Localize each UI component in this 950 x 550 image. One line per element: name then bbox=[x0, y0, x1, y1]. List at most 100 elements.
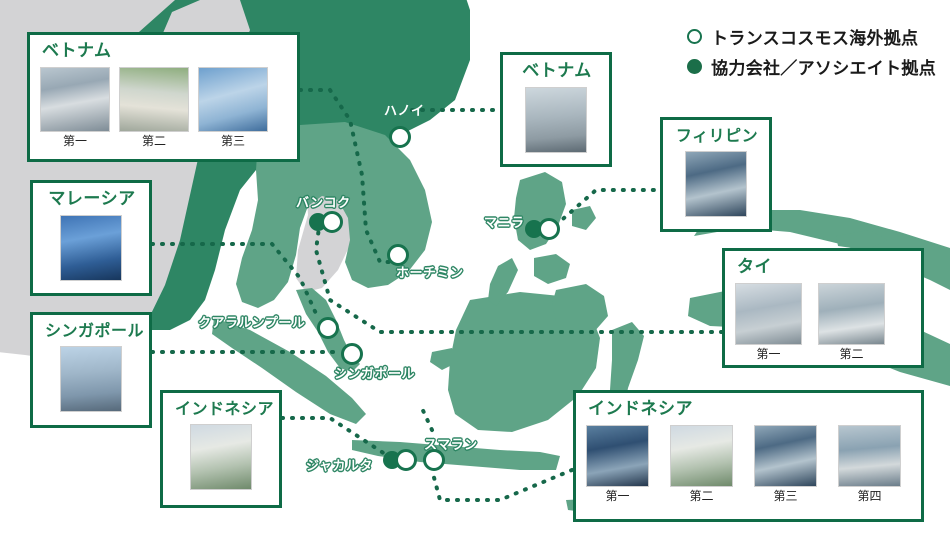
landmass-north-right bbox=[694, 210, 950, 290]
building-photo-1 bbox=[60, 345, 122, 412]
city-label-jakarta: ジャカルタ bbox=[306, 459, 373, 474]
landmass-island-d bbox=[836, 230, 888, 250]
photo-cell[interactable] bbox=[190, 423, 252, 493]
city-label-manila: マニラ bbox=[484, 216, 525, 231]
photo-caption: 第二 bbox=[839, 346, 864, 361]
photo-cell[interactable]: 第二 bbox=[818, 282, 885, 361]
connector-thailand bbox=[313, 218, 724, 334]
box-philippines[interactable]: フィリピン bbox=[660, 117, 772, 232]
box-singapore[interactable]: シンガポール bbox=[30, 312, 152, 428]
city-label-bangkok: バンコク bbox=[296, 196, 351, 211]
landmass-philippines-mindanao bbox=[552, 284, 608, 334]
photo-list bbox=[513, 86, 599, 156]
photo-list: 第一 第二 第三 bbox=[40, 66, 287, 148]
box-title-vietnam-left: ベトナム bbox=[42, 41, 112, 61]
photo-list bbox=[43, 345, 139, 415]
landmass-island-c bbox=[430, 348, 458, 370]
photo-caption: 第一 bbox=[756, 346, 781, 361]
photo-list bbox=[43, 214, 139, 284]
photo-cell[interactable] bbox=[525, 86, 587, 156]
marker-hanoi-hollow[interactable] bbox=[389, 126, 411, 148]
marker-bangkok-hollow[interactable] bbox=[321, 211, 343, 233]
connector-manila bbox=[554, 188, 662, 227]
photo-list: 第一 第二 第三 第四 bbox=[586, 424, 911, 503]
box-title-indonesia-right: インドネシア bbox=[588, 399, 693, 419]
building-photo-1 bbox=[525, 86, 587, 153]
photo-caption: 第一 bbox=[605, 488, 630, 503]
box-title-singapore: シンガポール bbox=[45, 321, 145, 340]
building-photo-1 bbox=[586, 424, 649, 487]
connector-indonesia-left bbox=[280, 416, 390, 458]
photo-cell[interactable]: 第四 bbox=[838, 424, 901, 503]
building-photo-2 bbox=[119, 66, 189, 132]
box-thailand[interactable]: タイ 第一 第二 bbox=[722, 248, 924, 368]
photo-cell[interactable] bbox=[60, 214, 122, 284]
landmass-philippines-small1 bbox=[572, 206, 596, 230]
marker-semarang-hollow[interactable] bbox=[423, 449, 445, 471]
box-title-vietnam-top: ベトナム bbox=[522, 61, 592, 81]
box-title-philippines: フィリピン bbox=[675, 126, 759, 145]
building-photo-1 bbox=[735, 282, 802, 345]
marker-kualalumpur-hollow[interactable] bbox=[317, 317, 339, 339]
photo-cell[interactable]: 第二 bbox=[670, 424, 733, 503]
city-label-kualalumpur: クアラルンプール bbox=[198, 316, 306, 331]
marker-jakarta-hollow[interactable] bbox=[395, 449, 417, 471]
legend: トランスコスモス海外拠点 協力会社／アソシエイト拠点 bbox=[687, 24, 936, 79]
marker-manila-hollow[interactable] bbox=[538, 218, 560, 240]
box-vietnam-left[interactable]: ベトナム 第一 第二 第三 bbox=[27, 32, 300, 162]
photo-caption: 第一 bbox=[62, 133, 87, 148]
photo-caption: 第二 bbox=[689, 488, 714, 503]
box-indonesia-left[interactable]: インドネシア bbox=[160, 390, 282, 508]
photo-cell[interactable]: 第一 bbox=[586, 424, 649, 503]
building-photo-1 bbox=[190, 423, 252, 490]
city-label-hanoi: ハノイ bbox=[384, 104, 425, 119]
photo-cell[interactable]: 第二 bbox=[119, 66, 189, 148]
building-photo-2 bbox=[818, 282, 885, 345]
box-title-indonesia-left: インドネシア bbox=[175, 399, 275, 418]
photo-cell[interactable]: 第一 bbox=[735, 282, 802, 361]
photo-caption: 第二 bbox=[141, 133, 166, 148]
landmass-philippines-mid bbox=[534, 254, 570, 284]
landmass-borneo bbox=[448, 292, 600, 432]
photo-cell[interactable]: 第三 bbox=[754, 424, 817, 503]
building-photo-3 bbox=[198, 66, 268, 132]
photo-list bbox=[173, 423, 269, 493]
legend-item-transcosmos: トランスコスモス海外拠点 bbox=[687, 24, 936, 49]
filled-circle-icon bbox=[687, 59, 703, 74]
box-malaysia[interactable]: マレーシア bbox=[30, 180, 152, 296]
building-photo-1 bbox=[60, 214, 122, 281]
marker-singapore-hollow[interactable] bbox=[341, 343, 363, 365]
box-vietnam-top[interactable]: ベトナム bbox=[500, 52, 612, 167]
landmass-philippines-luzon bbox=[514, 172, 566, 250]
building-photo-4 bbox=[838, 424, 901, 487]
box-title-thailand: タイ bbox=[737, 257, 772, 277]
legend-label-transcosmos: トランスコスモス海外拠点 bbox=[711, 29, 919, 49]
legend-item-partner: 協力会社／アソシエイト拠点 bbox=[687, 54, 936, 79]
connector-vietnam-left bbox=[298, 88, 394, 264]
city-label-hochiminh: ホーチミン bbox=[396, 266, 464, 281]
photo-cell[interactable]: 第一 bbox=[40, 66, 110, 148]
photo-cell[interactable]: 第三 bbox=[198, 66, 268, 148]
photo-caption: 第四 bbox=[857, 488, 882, 503]
photo-cell[interactable] bbox=[60, 345, 122, 415]
hollow-circle-icon bbox=[687, 29, 703, 44]
photo-cell[interactable] bbox=[685, 150, 747, 220]
photo-caption: 第三 bbox=[773, 488, 798, 503]
box-indonesia-right[interactable]: インドネシア 第一 第二 第三 第四 bbox=[573, 390, 924, 522]
connector-lines bbox=[150, 88, 724, 502]
landmass-sumatra bbox=[212, 318, 366, 424]
building-photo-3 bbox=[754, 424, 817, 487]
building-photo-2 bbox=[670, 424, 733, 487]
building-photo-1 bbox=[685, 150, 747, 217]
building-photo-1 bbox=[40, 66, 110, 132]
marker-hochiminh-hollow[interactable] bbox=[387, 244, 409, 266]
photo-list bbox=[673, 150, 759, 220]
legend-label-partner: 協力会社／アソシエイト拠点 bbox=[711, 59, 936, 79]
connector-malaysia bbox=[150, 242, 320, 320]
city-label-singapore: シンガポール bbox=[334, 367, 416, 382]
photo-caption: 第三 bbox=[220, 133, 245, 148]
photo-list: 第一 第二 bbox=[735, 282, 911, 361]
connector-indonesia-right bbox=[430, 468, 574, 502]
landmass-philippines-palawan bbox=[488, 258, 518, 306]
box-title-malaysia: マレーシア bbox=[48, 189, 136, 209]
